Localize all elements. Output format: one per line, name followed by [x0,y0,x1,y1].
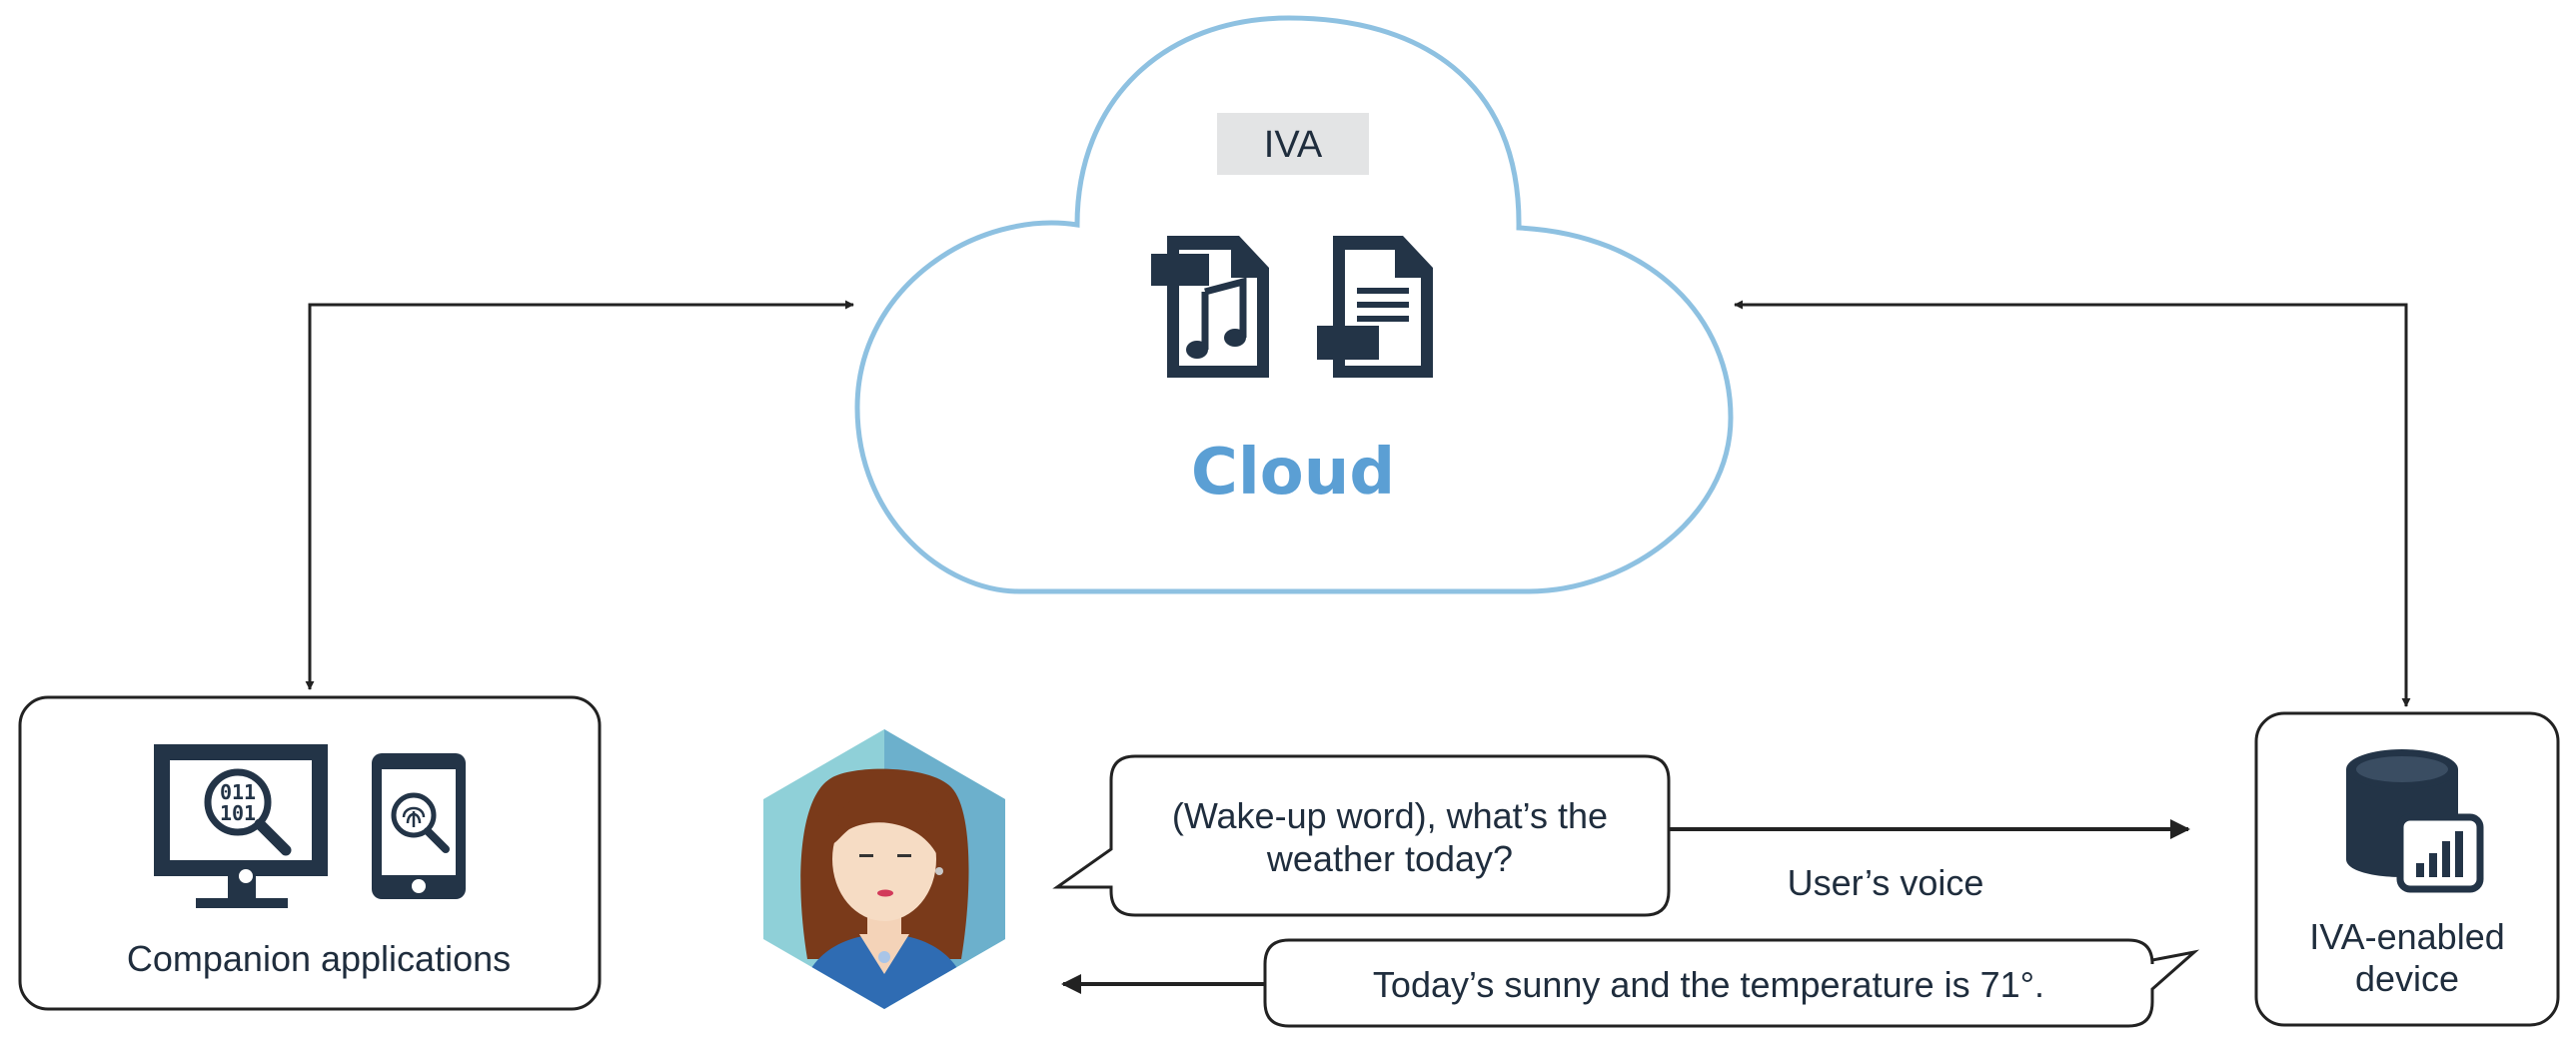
device-label-line1: IVA-enabled [2309,916,2504,957]
user-voice-label: User’s voice [1788,862,1984,903]
cloud-badge-label: IVA [1264,124,1323,166]
request-bubble-shape [1052,754,1671,917]
request-text-line2: weather today? [1266,838,1513,879]
connector-device-cloud [1734,300,2411,707]
cloud-badge [1217,113,1369,175]
cloud-node: IVA Cloud [854,15,1734,594]
cloud-title: Cloud [1191,436,1395,510]
companion-applications-node: 011 101 Companion applications [18,695,602,1011]
request-text-line1: (Wake-up word), what’s the [1172,795,1608,836]
database-chart-icon [2346,749,2484,893]
iva-device-node: IVA-enabled device [2254,711,2560,1027]
tablet-fingerprint-icon [372,753,466,899]
text-document-icon [1317,236,1433,378]
companion-label: Companion applications [127,938,511,979]
audio-file-icon [1151,236,1269,378]
response-bubble-shape [1263,938,2200,1028]
connector-companion-cloud [305,300,854,690]
response-speech-bubble: Today’s sunny and the temperature is 71°… [1263,938,2200,1028]
device-label-line2: device [2355,958,2459,999]
svg-text:101: 101 [220,801,256,825]
response-text: Today’s sunny and the temperature is 71°… [1373,964,2044,1005]
request-speech-bubble: (Wake-up word), what’s the weather today… [1052,754,1671,917]
user-avatar-icon [763,729,1005,1009]
cloud-shape [854,15,1734,594]
monitor-binary-search-icon: 011 101 [154,744,328,908]
svg-text:011: 011 [220,780,256,804]
